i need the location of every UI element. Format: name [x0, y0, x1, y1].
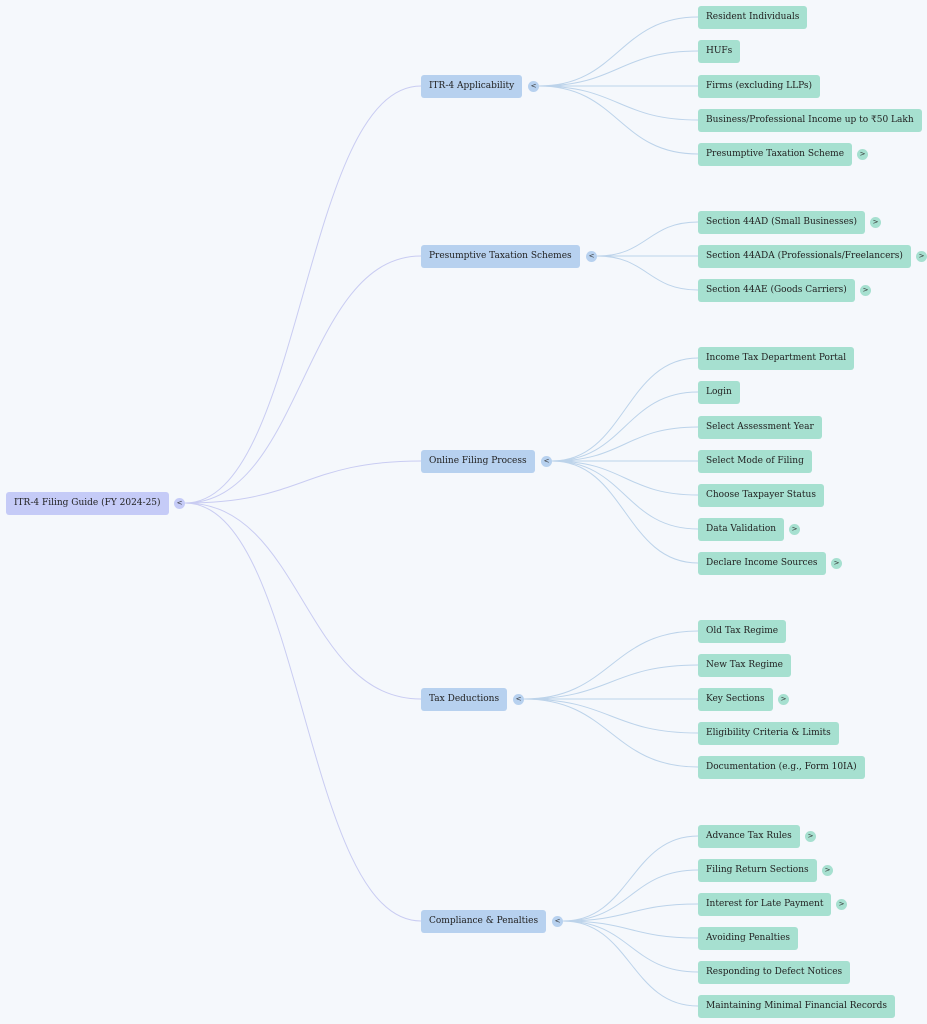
leaf-expand-toggle-key-sections[interactable]: > [778, 693, 789, 705]
branch-node-itr-4-applicability[interactable]: ITR-4 Applicability [421, 74, 523, 98]
branch-node-compliance-penalties[interactable]: Compliance & Penalties [421, 909, 547, 933]
branch-node-presumptive-taxation-schemes[interactable]: Presumptive Taxation Schemes [421, 244, 580, 268]
leaf-node-section-44ad-small-businesses[interactable]: Section 44AD (Small Businesses) [698, 210, 866, 234]
leaf-node-presumptive-taxation-scheme[interactable]: Presumptive Taxation Scheme [698, 142, 853, 166]
mindmap-links [184, 16, 699, 1007]
leaf-node-section-44ae-goods-carriers[interactable]: Section 44AE (Goods Carriers) [698, 278, 855, 302]
leaf-node-eligibility-criteria-limits[interactable]: Eligibility Criteria & Limits [698, 721, 839, 745]
branch-link-maintaining-minimal-financial-records [562, 920, 699, 1007]
leaf-node-maintaining-minimal-financial-records[interactable]: Maintaining Minimal Financial Records [698, 994, 895, 1018]
leaf-node-responding-to-defect-notices[interactable]: Responding to Defect Notices [698, 960, 851, 984]
branch-collapse-toggle-presumptive-taxation-schemes[interactable]: < [586, 250, 597, 262]
leaf-expand-toggle-data-validation[interactable]: > [789, 523, 800, 535]
branch-collapse-toggle-tax-deductions[interactable]: < [513, 693, 524, 705]
leaf-node-data-validation[interactable]: Data Validation [698, 517, 785, 541]
branch-link-choose-taxpayer-status [551, 460, 699, 496]
leaf-node-declare-income-sources[interactable]: Declare Income Sources [698, 551, 826, 575]
branch-link-hufs [538, 50, 699, 87]
branch-link-login [551, 391, 699, 462]
leaf-expand-toggle-interest-for-late-payment[interactable]: > [836, 898, 847, 910]
branch-collapse-toggle-itr-4-applicability[interactable]: < [528, 80, 539, 92]
leaf-node-resident-individuals[interactable]: Resident Individuals [698, 5, 808, 29]
branch-link-advance-tax-rules [562, 835, 699, 922]
leaf-node-new-tax-regime[interactable]: New Tax Regime [698, 653, 791, 677]
leaf-node-login[interactable]: Login [698, 380, 740, 404]
leaf-node-advance-tax-rules[interactable]: Advance Tax Rules [698, 824, 800, 848]
branch-link-responding-to-defect-notices [562, 920, 699, 973]
leaf-node-interest-for-late-payment[interactable]: Interest for Late Payment [698, 892, 832, 916]
leaf-expand-toggle-section-44ada-professionals-freelancers[interactable]: > [916, 250, 927, 262]
root-link-itr-4-applicability [184, 85, 422, 504]
branch-link-presumptive-taxation-scheme [538, 85, 699, 155]
branch-link-section-44ae-goods-carriers [596, 255, 699, 291]
leaf-expand-toggle-section-44ad-small-businesses[interactable]: > [870, 216, 881, 228]
root-link-compliance-penalties [184, 502, 422, 922]
branch-node-tax-deductions[interactable]: Tax Deductions [421, 687, 508, 711]
leaf-node-hufs[interactable]: HUFs [698, 39, 741, 63]
branch-link-documentation-e-g-form-10ia [523, 698, 699, 768]
root-collapse-toggle[interactable]: < [174, 497, 185, 509]
leaf-node-select-mode-of-filing[interactable]: Select Mode of Filing [698, 449, 812, 473]
leaf-expand-toggle-section-44ae-goods-carriers[interactable]: > [860, 284, 871, 296]
leaf-node-avoiding-penalties[interactable]: Avoiding Penalties [698, 926, 799, 950]
root-link-tax-deductions [184, 502, 422, 700]
branch-link-income-tax-department-portal [551, 357, 699, 462]
branch-link-new-tax-regime [523, 664, 699, 700]
branch-collapse-toggle-compliance-penalties[interactable]: < [552, 915, 563, 927]
leaf-node-key-sections[interactable]: Key Sections [698, 687, 773, 711]
branch-link-business-professional-income-up-to-50-lakh [538, 85, 699, 121]
branch-link-resident-individuals [538, 16, 699, 87]
branch-link-avoiding-penalties [562, 920, 699, 939]
leaf-node-income-tax-department-portal[interactable]: Income Tax Department Portal [698, 346, 855, 370]
branch-link-section-44ad-small-businesses [596, 221, 699, 257]
leaf-node-section-44ada-professionals-freelancers[interactable]: Section 44ADA (Professionals/Freelancers… [698, 244, 911, 268]
leaf-node-old-tax-regime[interactable]: Old Tax Regime [698, 619, 787, 643]
branch-link-data-validation [551, 460, 699, 530]
branch-link-eligibility-criteria-limits [523, 698, 699, 734]
root-link-presumptive-taxation-schemes [184, 255, 422, 504]
branch-link-interest-for-late-payment [562, 903, 699, 922]
mindmap-canvas: ITR-4 Filing Guide (FY 2024-25) < ITR-4 Ap… [6, 5, 927, 1018]
leaf-node-filing-return-sections[interactable]: Filing Return Sections [698, 858, 817, 882]
leaf-node-select-assessment-year[interactable]: Select Assessment Year [698, 415, 822, 439]
branch-link-filing-return-sections [562, 869, 699, 922]
leaf-expand-toggle-advance-tax-rules[interactable]: > [805, 830, 816, 842]
leaf-node-business-professional-income-up-to-50-lakh[interactable]: Business/Professional Income up to ₹50 L… [698, 108, 922, 132]
branch-link-old-tax-regime [523, 630, 699, 700]
root-link-online-filing-process [184, 460, 422, 504]
leaf-node-documentation-e-g-form-10ia[interactable]: Documentation (e.g., Form 10IA) [698, 755, 865, 779]
branch-node-online-filing-process[interactable]: Online Filing Process [421, 449, 535, 473]
leaf-node-choose-taxpayer-status[interactable]: Choose Taxpayer Status [698, 483, 824, 507]
branch-collapse-toggle-online-filing-process[interactable]: < [541, 455, 552, 467]
leaf-node-firms-excluding-llps[interactable]: Firms (excluding LLPs) [698, 74, 821, 98]
leaf-expand-toggle-declare-income-sources[interactable]: > [831, 557, 842, 569]
leaf-expand-toggle-presumptive-taxation-scheme[interactable]: > [857, 148, 868, 160]
branch-link-declare-income-sources [551, 460, 699, 564]
leaf-expand-toggle-filing-return-sections[interactable]: > [822, 864, 833, 876]
branch-link-select-assessment-year [551, 426, 699, 462]
root-node[interactable]: ITR-4 Filing Guide (FY 2024-25) [6, 491, 169, 515]
